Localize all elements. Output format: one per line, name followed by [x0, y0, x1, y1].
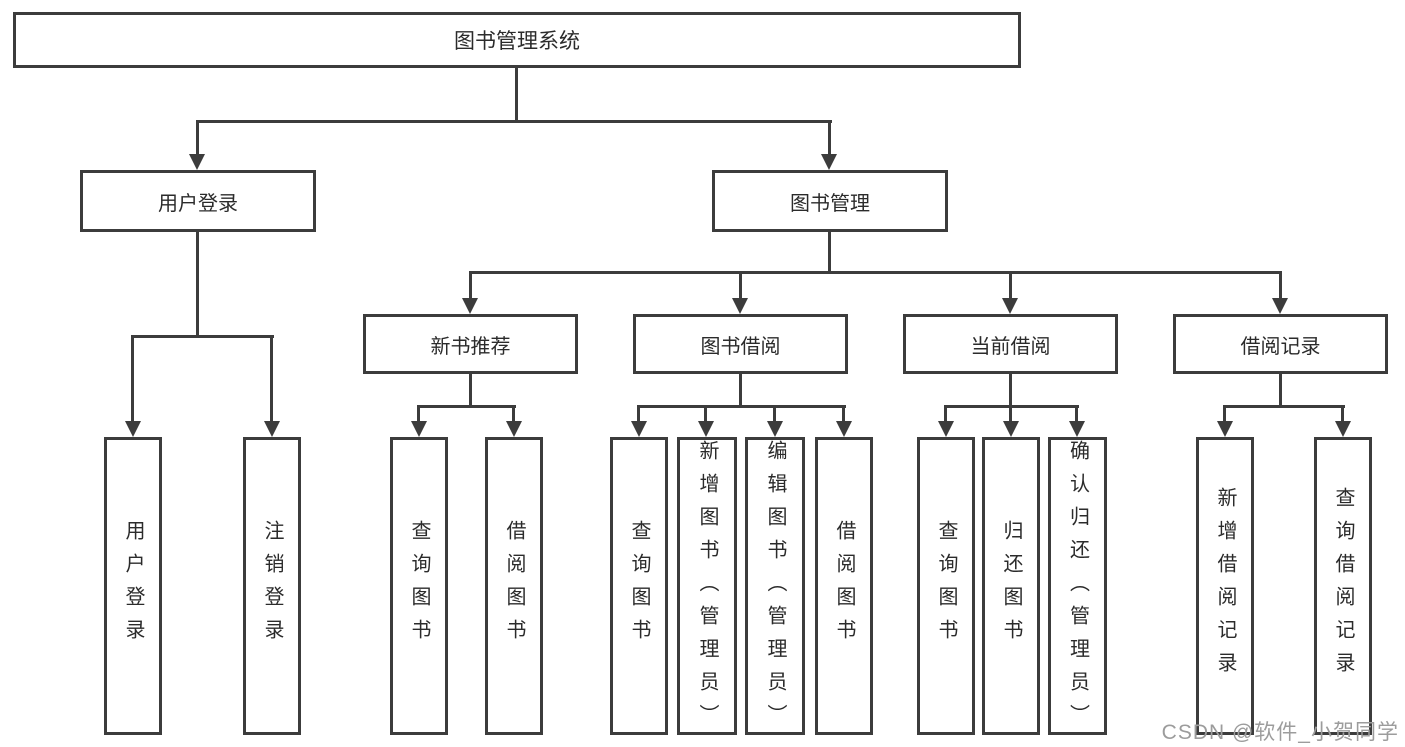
node-add-borrow-record: 新增借阅记录: [1196, 437, 1254, 735]
node-book-management: 图书管理: [712, 170, 948, 232]
connector: [469, 272, 472, 302]
connector: [512, 406, 515, 426]
node-query-books-1: 查询图书: [390, 437, 448, 735]
arrowhead-icon: [1335, 421, 1351, 437]
arrowhead-icon: [631, 421, 647, 437]
connector: [1279, 374, 1282, 408]
node-query-books-2: 查询图书: [610, 437, 668, 735]
arrowhead-icon: [1069, 421, 1085, 437]
node-label: 图书管理: [790, 192, 870, 215]
connector: [828, 232, 831, 274]
connector: [1075, 406, 1078, 426]
node-logout: 注销登录: [243, 437, 301, 735]
arrowhead-icon: [1217, 421, 1233, 437]
connector: [270, 336, 273, 425]
node-label: 新书推荐: [430, 335, 511, 358]
arrowhead-icon: [1272, 298, 1288, 314]
connector: [739, 272, 742, 302]
connector: [842, 406, 845, 426]
connector: [773, 406, 776, 426]
node-label: 查询图书: [935, 520, 957, 652]
arrowhead-icon: [767, 421, 783, 437]
connector: [469, 271, 1282, 274]
node-user-login-action: 用户登录: [104, 437, 162, 735]
node-label: 归还图书: [1000, 520, 1022, 652]
arrowhead-icon: [264, 421, 280, 437]
node-label: 用户登录: [122, 520, 144, 652]
node-user-login: 用户登录: [80, 170, 316, 232]
connector: [1009, 272, 1012, 302]
connector: [944, 406, 947, 426]
connector: [417, 406, 420, 426]
connector: [1223, 406, 1226, 426]
watermark: CSDN @软件_小贺同学: [1161, 721, 1399, 744]
connector: [1279, 272, 1282, 302]
connector: [515, 68, 518, 123]
arrowhead-icon: [1003, 421, 1019, 437]
node-label: 借阅记录: [1240, 335, 1321, 358]
arrowhead-icon: [938, 421, 954, 437]
node-label: 图书管理系统: [454, 30, 580, 53]
node-label: 图书借阅: [700, 335, 781, 358]
connector: [1009, 374, 1012, 408]
node-add-books-admin: 新增图书（管理员）: [677, 437, 737, 737]
connector: [637, 406, 640, 426]
node-borrow-books-1: 借阅图书: [485, 437, 543, 735]
connector: [1341, 406, 1344, 426]
arrowhead-icon: [698, 421, 714, 437]
connector: [828, 121, 831, 157]
arrowhead-icon: [506, 421, 522, 437]
node-edit-books-admin: 编辑图书（管理员）: [745, 437, 805, 737]
connector: [131, 335, 274, 338]
connector: [196, 120, 832, 123]
arrowhead-icon: [821, 154, 837, 170]
node-borrowing-records: 借阅记录: [1173, 314, 1388, 374]
node-label: 查询图书: [628, 520, 650, 652]
connector: [739, 374, 742, 408]
node-label: 确认归还（管理员）: [1066, 440, 1089, 737]
connector: [469, 374, 472, 408]
node-query-books-3: 查询图书: [917, 437, 975, 735]
node-label: 借阅图书: [833, 520, 855, 652]
connector: [131, 336, 134, 425]
node-label: 新增借阅记录: [1214, 487, 1236, 685]
arrowhead-icon: [411, 421, 427, 437]
node-label: 查询图书: [408, 520, 430, 652]
node-label: 当前借阅: [970, 335, 1051, 358]
node-library-management-system: 图书管理系统: [13, 12, 1021, 68]
connector: [196, 232, 199, 338]
node-label: 编辑图书（管理员）: [764, 440, 786, 737]
node-borrow-books-2: 借阅图书: [815, 437, 873, 735]
node-label: 注销登录: [261, 520, 283, 652]
arrowhead-icon: [1002, 298, 1018, 314]
node-label: 新增图书（管理员）: [696, 440, 718, 737]
connector: [1223, 405, 1345, 408]
node-query-borrow-record: 查询借阅记录: [1314, 437, 1372, 735]
connector: [417, 405, 516, 408]
node-label: 用户登录: [158, 192, 238, 215]
connector: [1009, 406, 1012, 426]
arrowhead-icon: [125, 421, 141, 437]
node-confirm-return-admin: 确认归还（管理员）: [1048, 437, 1107, 737]
arrowhead-icon: [189, 154, 205, 170]
node-book-borrowing: 图书借阅: [633, 314, 848, 374]
node-label: 借阅图书: [503, 520, 525, 652]
node-new-book-recommendation: 新书推荐: [363, 314, 578, 374]
connector: [637, 405, 846, 408]
arrowhead-icon: [836, 421, 852, 437]
connector: [196, 121, 199, 157]
arrowhead-icon: [462, 298, 478, 314]
connector: [704, 406, 707, 426]
node-current-borrowing: 当前借阅: [903, 314, 1118, 374]
arrowhead-icon: [732, 298, 748, 314]
node-return-books: 归还图书: [982, 437, 1040, 735]
node-label: 查询借阅记录: [1332, 487, 1354, 685]
